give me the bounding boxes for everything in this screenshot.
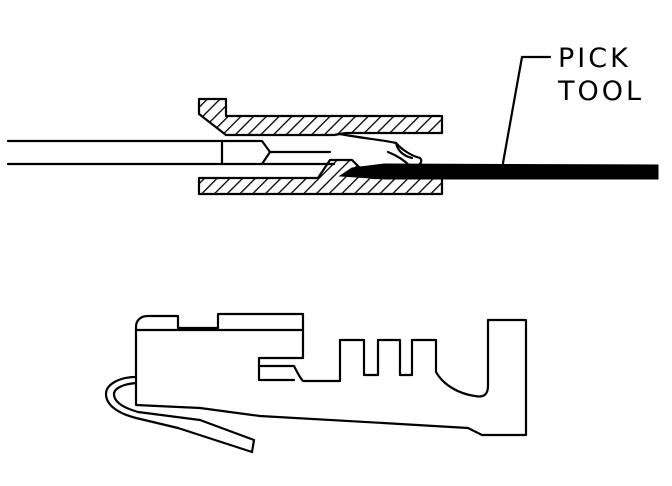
- locking-lance: [338, 132, 423, 168]
- terminal-window-detail: [257, 364, 296, 382]
- contact-barrel: [220, 139, 272, 166]
- terminal-body-outline: [134, 312, 528, 437]
- lance-tip: [394, 141, 414, 160]
- pick-tool-blade: [338, 163, 659, 180]
- housing-upper-wall: [197, 97, 444, 137]
- contact-terminal-side-view: [104, 312, 528, 454]
- spring-curl-inner: [112, 381, 256, 442]
- callout-leader-line: [501, 55, 552, 165]
- callout-label-tool: TOOL: [557, 76, 644, 107]
- spring-curl: [104, 375, 254, 454]
- spring-tip: [250, 438, 256, 454]
- callout-label-pick: PICK: [558, 43, 631, 74]
